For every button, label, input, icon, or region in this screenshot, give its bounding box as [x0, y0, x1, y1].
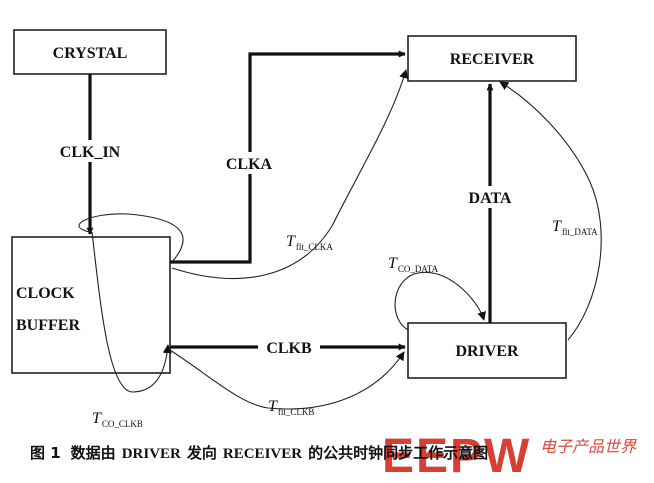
crystal-label: CRYSTAL: [53, 45, 128, 62]
receiver-node: RECEIVER: [407, 35, 577, 82]
clka-signal: CLKA: [170, 50, 406, 264]
t-flt-data-label: Tflt_DATA: [552, 218, 598, 237]
driver-node: DRIVER: [407, 322, 567, 379]
eepw-tagline: 电子产品世界: [540, 437, 637, 456]
crystal-node: CRYSTAL: [13, 29, 167, 75]
clock-buffer-node: CLOCK BUFFER: [11, 236, 171, 374]
receiver-label: RECEIVER: [450, 51, 535, 68]
eepw-watermark: EEPW 电子产品世界: [382, 430, 637, 483]
clk-in-label: CLK_IN: [60, 144, 121, 161]
driver-label: DRIVER: [455, 343, 519, 360]
clka-arrow: [170, 50, 406, 264]
clka-label: CLKA: [226, 156, 273, 173]
t-co-clkb-label: TCO_CLKB: [92, 410, 143, 429]
eepw-logo: EEPW: [382, 430, 531, 483]
clkb-signal: CLKB: [170, 337, 406, 359]
clock-buffer-label-line1: CLOCK: [16, 285, 75, 302]
t-co-data-curve: [394, 271, 486, 331]
clk-in-signal: CLK_IN: [58, 74, 124, 235]
clock-buffer-label-line2: BUFFER: [16, 317, 80, 334]
data-label: DATA: [469, 190, 512, 207]
t-flt-clka-curve: [171, 69, 409, 279]
t-flt-data-curve: [499, 81, 602, 341]
t-co-clkb-curve: [78, 213, 184, 393]
t-flt-clkb-curve: [169, 349, 405, 410]
clkb-label: CLKB: [266, 340, 312, 357]
t-flt-clka-label: Tflt_CLKA: [286, 233, 333, 252]
t-co-data-label: TCO_DATA: [388, 255, 439, 274]
data-signal: DATA: [462, 83, 518, 323]
t-flt-clkb-label: Tflt_CLKB: [268, 398, 314, 417]
